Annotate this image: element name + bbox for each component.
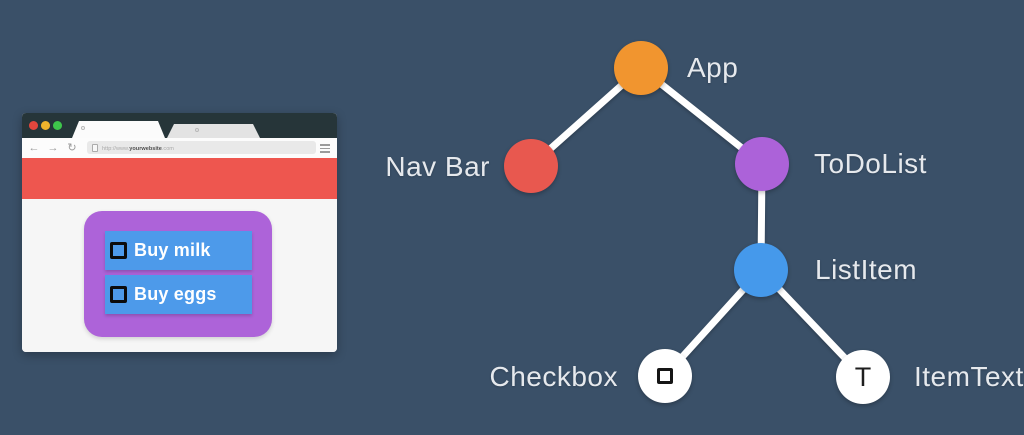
url-bar[interactable]: http://www.yourwebsite.com: [87, 141, 316, 154]
browser-titlebar: [22, 113, 337, 138]
browser-toolbar: ← → ↻ http://www.yourwebsite.com: [22, 138, 337, 158]
url-domain: yourwebsite: [129, 144, 162, 151]
label-itemtext: ItemText: [914, 361, 1024, 392]
checkbox-square-icon: [657, 368, 673, 384]
refresh-icon[interactable]: ↻: [67, 142, 77, 154]
todo-checkbox-icon[interactable]: [110, 286, 127, 303]
todo-item[interactable]: Buy eggs: [105, 275, 252, 314]
navbar-band: [22, 158, 337, 199]
todo-list-panel: Buy milk Buy eggs: [84, 211, 272, 337]
label-navbar: Nav Bar: [385, 151, 490, 182]
favicon-dot-icon: [195, 128, 199, 132]
todo-item-label: Buy eggs: [134, 284, 217, 304]
label-app: App: [687, 52, 739, 83]
node-navbar: [504, 139, 558, 193]
browser-content: Buy milk Buy eggs: [22, 199, 337, 352]
url-text: http://www.yourwebsite.com: [102, 144, 174, 150]
todo-item-label: Buy milk: [134, 240, 211, 260]
zoom-button-icon[interactable]: [53, 121, 62, 130]
text-t-icon: T: [854, 361, 872, 392]
node-itemtext: T: [836, 350, 890, 404]
browser-window: ← → ↻ http://www.yourwebsite.com Buy mil…: [22, 113, 337, 352]
url-suffix: .com: [161, 144, 174, 151]
todo-checkbox-icon[interactable]: [110, 242, 127, 259]
label-checkbox: Checkbox: [489, 361, 618, 392]
node-checkbox: [638, 349, 692, 403]
todo-item[interactable]: Buy milk: [105, 231, 252, 270]
url-prefix: http://www.: [102, 144, 130, 151]
label-listitem: ListItem: [815, 254, 918, 285]
menu-icon[interactable]: [320, 144, 330, 155]
page-icon: [92, 143, 98, 152]
favicon-dot-icon: [81, 126, 85, 130]
back-icon[interactable]: ←: [28, 142, 40, 154]
browser-tab-active[interactable]: [72, 121, 165, 138]
node-app: [614, 41, 668, 95]
node-todolist: [735, 137, 789, 191]
label-todolist: ToDoList: [814, 148, 927, 179]
browser-tab-inactive[interactable]: [167, 124, 260, 138]
forward-icon[interactable]: →: [47, 142, 59, 154]
minimize-button-icon[interactable]: [41, 121, 50, 130]
node-listitem: [734, 243, 788, 297]
close-button-icon[interactable]: [29, 121, 38, 130]
